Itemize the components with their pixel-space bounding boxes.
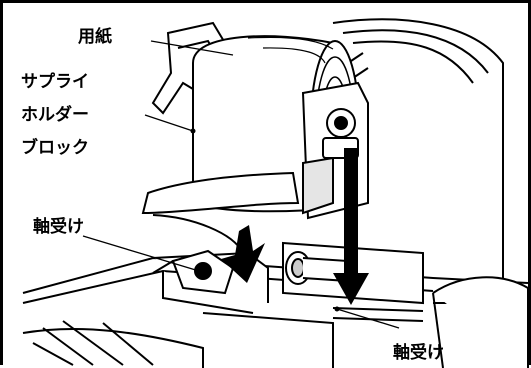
paper-sheet xyxy=(141,171,300,254)
supply-holder-block xyxy=(301,81,369,220)
printer-diagram xyxy=(22,18,529,368)
left-bearing-part xyxy=(152,249,235,295)
leader-lines xyxy=(82,40,400,329)
insert-arrow-left xyxy=(221,225,265,283)
paper-label: 用紙 xyxy=(78,27,112,47)
insert-arrow-right xyxy=(333,148,369,305)
supply-holder-label-line3: ブロック xyxy=(21,138,89,158)
supply-holder-label-line2: ホルダー xyxy=(21,105,89,125)
bearing-label-left: 軸受け xyxy=(33,217,84,237)
bearing-label-right: 軸受け xyxy=(393,343,444,363)
printer-cover xyxy=(332,18,504,304)
supply-holder-label-line1: サプライ xyxy=(21,72,89,92)
